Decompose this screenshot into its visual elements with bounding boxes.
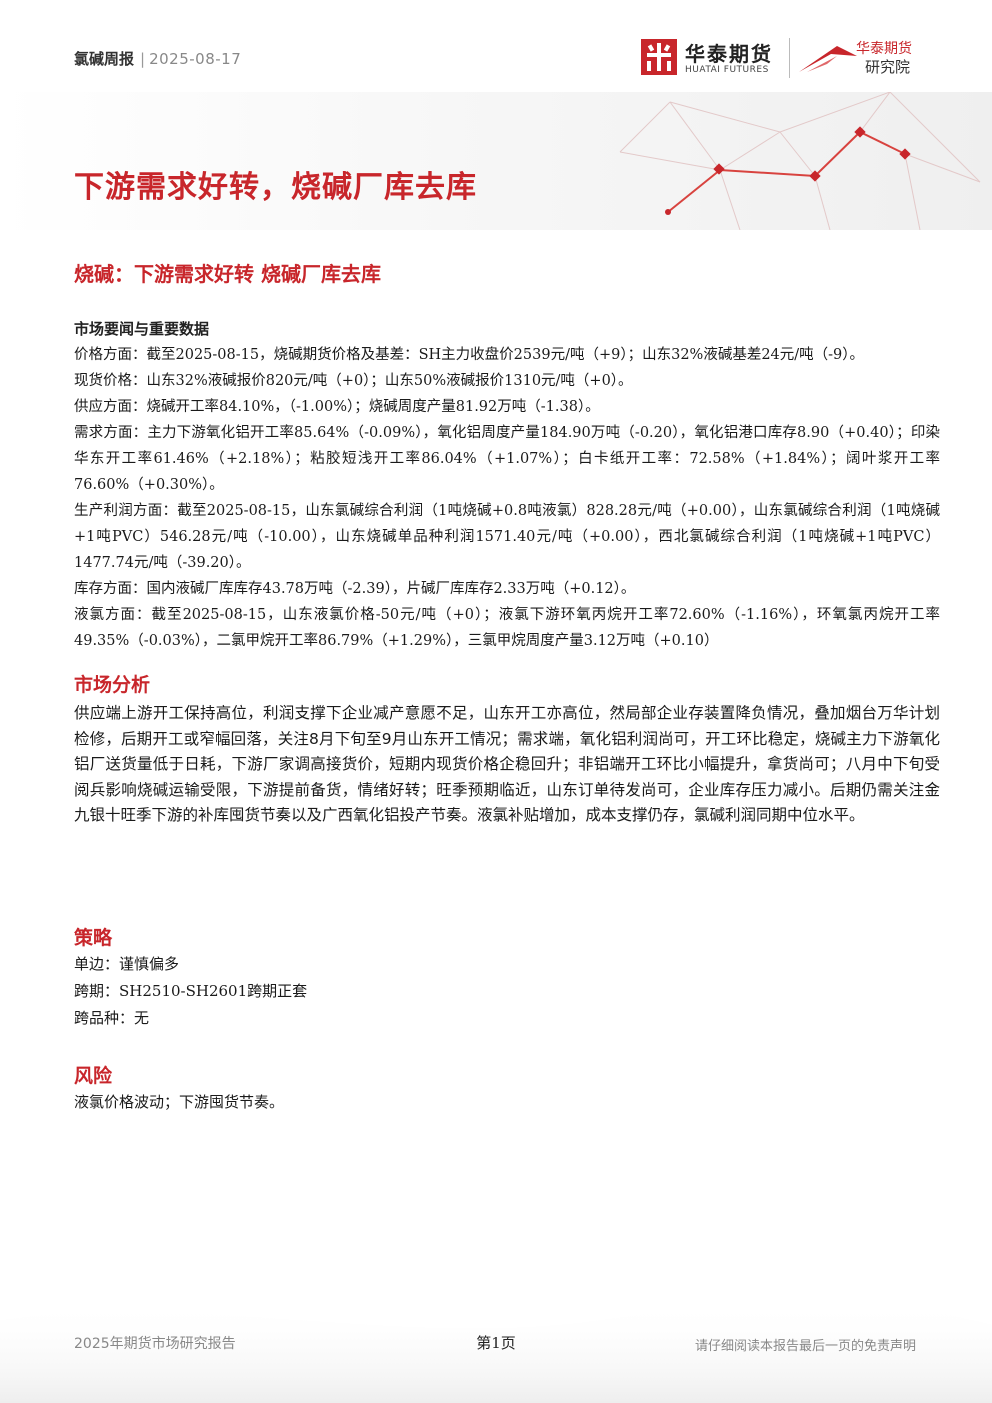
footer-wave-decoration (0, 1301, 992, 1403)
page-number: 第1页 (476, 1334, 516, 1352)
strategy-heading: 策略 (74, 927, 113, 949)
logo-divider (789, 38, 790, 78)
company-logo: 华泰期货 HUATAI FUTURES 华泰期货 研究院 (641, 38, 941, 80)
market-data-demand: 需求方面：主力下游氧化铝开工率85.64%（-0.09%），氧化铝周度产量184… (74, 425, 940, 493)
market-data-heading: 市场要闻与重要数据 (74, 320, 210, 338)
footer-disclaimer: 请仔细阅读本报告最后一页的免责声明 (694, 1339, 916, 1354)
institute-logo-icon (799, 46, 857, 72)
strategy-section: 策略 单边：谨慎偏多 跨期：SH2510-SH2601跨期正套 跨品种：无 (74, 925, 940, 1032)
report-name: 氯碱周报 (74, 50, 135, 68)
risk-section: 风险 液氯价格波动；下游囤货节奏。 (74, 1063, 940, 1116)
main-content: 市场要闻与重要数据 价格方面：截至2025-08-15，烧碱期货价格及基差：SH… (74, 316, 940, 829)
logo-institute-line2: 研究院 (865, 58, 911, 76)
strategy-item: 跨品种：无 (74, 1009, 150, 1027)
logo-institute-line1: 华泰期货 (856, 41, 912, 57)
market-data-spot: 现货价格：山东32%液碱报价820元/吨（+0）；山东50%液碱报价1310元/… (74, 373, 633, 389)
risk-text: 液氯价格波动；下游囤货节奏。 (74, 1093, 285, 1111)
report-date: 2025-08-17 (149, 50, 242, 68)
section-title: 烧碱：下游需求好转 烧碱厂库去库 (74, 262, 381, 286)
document-header: 氯碱周报 |2025-08-17 (0, 0, 992, 230)
analysis-text: 供应端上游开工保持高位，利润支撑下企业减产意愿不足，山东开工亦高位，然局部企业存… (74, 704, 940, 824)
risk-heading: 风险 (74, 1065, 113, 1087)
analysis-heading: 市场分析 (74, 674, 151, 696)
network-graphic (619, 92, 981, 230)
strategy-item: 跨期：SH2510-SH2601跨期正套 (74, 982, 308, 1000)
market-data-price: 价格方面：截至2025-08-15，烧碱期货价格及基差：SH主力收盘价2539元… (74, 347, 865, 363)
strategy-item: 单边：谨慎偏多 (74, 955, 180, 973)
logo-company-en: HUATAI FUTURES (685, 65, 769, 75)
footer-report-type: 2025年期货市场研究报告 (74, 1336, 236, 1352)
report-label: 氯碱周报 |2025-08-17 (74, 48, 241, 69)
market-data-inventory: 库存方面：国内液碱厂库库存43.78万吨（-2.39），片碱厂库库存2.33万吨… (74, 581, 636, 597)
market-data-supply: 供应方面：烧碱开工率84.10%，（-1.00%）；烧碱周度产量81.92万吨（… (74, 399, 600, 415)
market-data-liquid-chlorine: 液氯方面：截至2025-08-15，山东液氯价格-50元/吨（+0）；液氯下游环… (74, 607, 940, 649)
header-separator: | (140, 50, 146, 68)
banner-title: 下游需求好转，烧碱厂库去库 (74, 170, 477, 205)
huatai-logo-icon (641, 39, 677, 75)
logo-company-cn: 华泰期货 (685, 42, 773, 66)
market-data-profit: 生产利润方面：截至2025-08-15，山东氯碱综合利润（1吨烧碱+0.8吨液氯… (74, 503, 940, 571)
